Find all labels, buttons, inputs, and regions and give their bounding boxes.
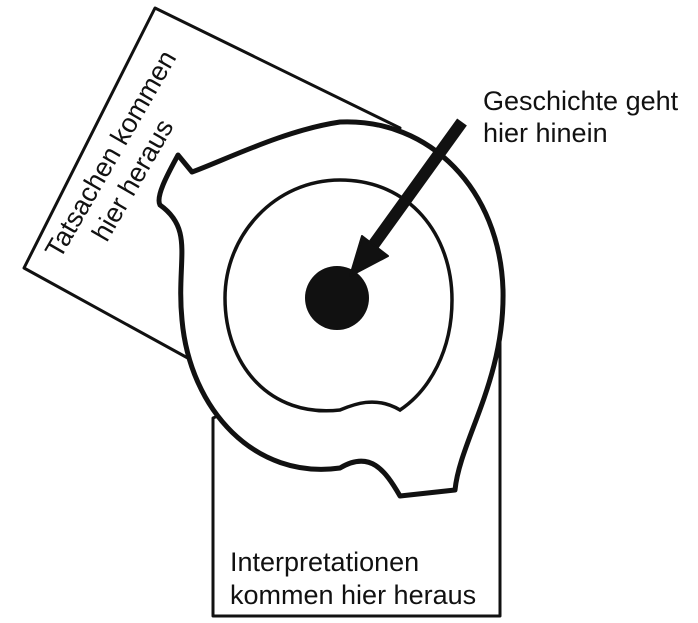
- interpretations-label-line1: Interpretationen: [230, 547, 419, 577]
- input-label-line1: Geschichte geht: [483, 86, 679, 116]
- input-label-line2: hier hinein: [483, 118, 608, 148]
- center-hub: [305, 266, 369, 330]
- interpretations-label-line2: kommen hier heraus: [230, 580, 476, 610]
